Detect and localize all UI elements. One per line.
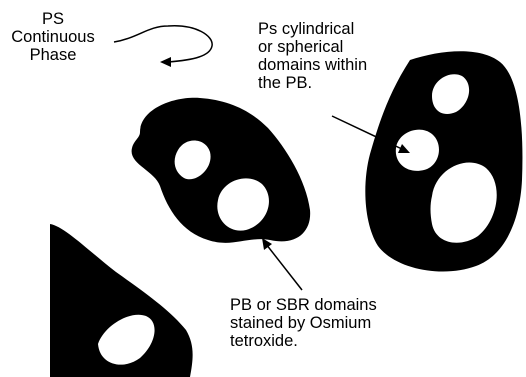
ps-phase-arrow bbox=[114, 26, 212, 62]
pb-domain-right bbox=[365, 51, 522, 271]
pb-domain-center bbox=[132, 98, 311, 243]
pb-domain-arrow bbox=[266, 244, 302, 290]
pb-domain-lower-left bbox=[50, 224, 193, 377]
ps-phase-arrow-head bbox=[160, 57, 171, 67]
pb-domains-label: PB or SBR domains stained by Osmium tetr… bbox=[230, 296, 377, 350]
ps-continuous-phase-label: PS Continuous Phase bbox=[0, 10, 106, 64]
ps-domains-label: Ps cylindrical or spherical domains with… bbox=[258, 20, 367, 92]
